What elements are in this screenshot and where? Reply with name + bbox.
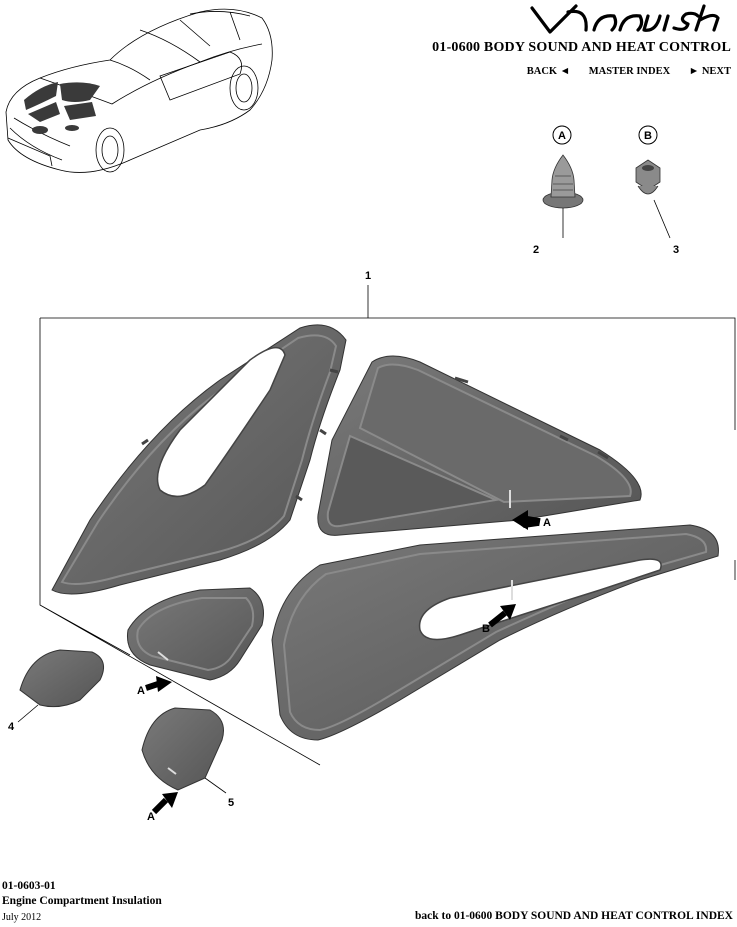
- insulation-panel-part-5[interactable]: 5: [141, 707, 234, 809]
- navigation-bar: BACK ◄ MASTER INDEX ► NEXT: [527, 66, 731, 77]
- back-to-index-link[interactable]: back to 01-0600 BODY SOUND AND HEAT CONT…: [415, 910, 733, 922]
- car-overview-thumbnail[interactable]: [5, 8, 273, 173]
- exploded-parts-diagram: A 2 B 3 1: [5, 8, 736, 823]
- main-assembly-callout: 1: [365, 270, 371, 282]
- insulation-panel-lower-right[interactable]: [271, 524, 719, 741]
- fastener-b-part-number: 3: [673, 244, 679, 256]
- next-label: NEXT: [701, 66, 731, 77]
- part-4-callout: 4: [8, 721, 15, 733]
- insulation-panel-small-center[interactable]: [126, 587, 264, 681]
- assembly-outline: [39, 317, 736, 766]
- insulation-panel-part-4[interactable]: 4: [8, 649, 105, 733]
- fastener-b-letter: B: [644, 130, 652, 142]
- fastener-b-nut[interactable]: B 3: [635, 125, 679, 256]
- insulation-panel-upper-right[interactable]: [317, 355, 642, 536]
- fastener-a-part-number: 2: [533, 244, 539, 256]
- arrow-a-left: A: [137, 676, 172, 697]
- diagram-name: Engine Compartment Insulation: [2, 895, 162, 907]
- master-index-link[interactable]: MASTER INDEX: [588, 66, 671, 77]
- arrow-a-right: A: [512, 510, 551, 530]
- arrow-a-right-label: A: [543, 517, 551, 529]
- arrow-a-bottom: A: [147, 792, 178, 823]
- arrow-a-left-label: A: [137, 685, 145, 697]
- fastener-a-letter: A: [558, 130, 566, 142]
- arrow-a-bottom-label: A: [147, 811, 155, 823]
- part-5-callout: 5: [228, 797, 234, 809]
- back-label: BACK: [526, 66, 558, 77]
- back-link[interactable]: BACK ◄: [527, 66, 570, 77]
- arrow-b-center-label: B: [482, 623, 490, 635]
- arrow-b-center: B: [482, 604, 516, 635]
- next-arrow-icon: ►: [688, 66, 700, 77]
- fastener-a-clip[interactable]: A 2: [533, 125, 584, 256]
- diagram-date: July 2012: [2, 912, 42, 923]
- insulation-panel-left[interactable]: [51, 324, 347, 595]
- diagram-code: 01-0603-01: [2, 880, 56, 892]
- back-arrow-icon: ◄: [559, 66, 571, 77]
- section-title: 01-0600 BODY SOUND AND HEAT CONTROL: [432, 40, 731, 55]
- vanquish-logo: [530, 4, 720, 34]
- next-link[interactable]: ► NEXT: [689, 66, 731, 77]
